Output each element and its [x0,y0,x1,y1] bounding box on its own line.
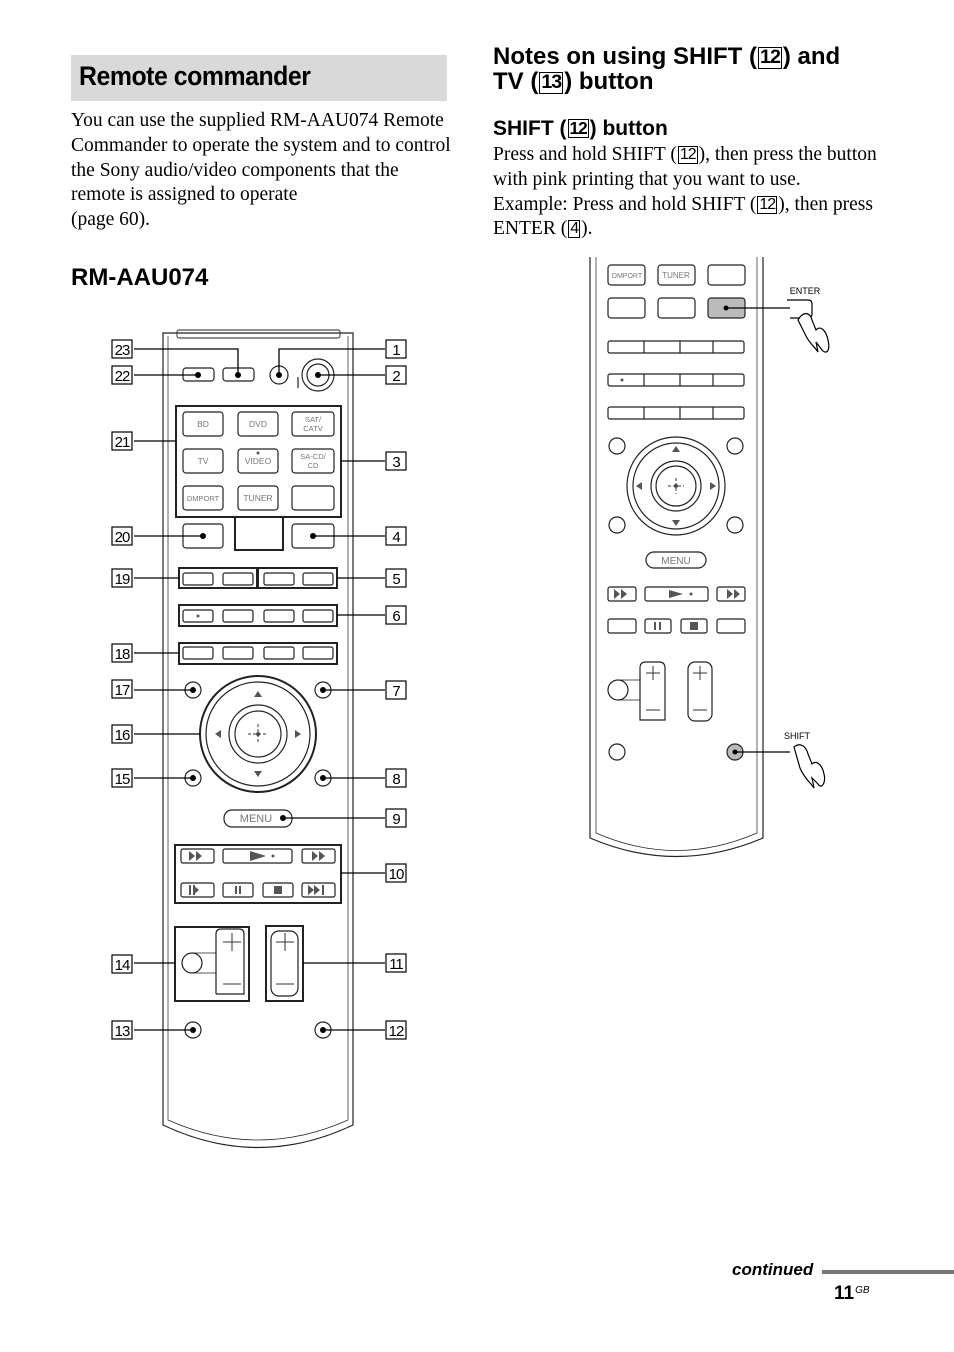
menu-label: MENU [240,813,272,825]
notes-title-text: Notes on using SHIFT ( [493,43,757,70]
input-label-sat: SAT/ [305,415,322,424]
notes-title: Notes on using SHIFT (12) and TV (13) bu… [493,44,893,94]
callout-10: 10 [389,866,404,883]
enter-label: ENTER [790,286,821,296]
body-text: ), then press ENTER ( [493,193,873,240]
callout-2: 2 [392,368,400,385]
input-label-dvd: DVD [249,419,267,429]
body-text: ), then press the button with pink print… [493,144,877,190]
callout-19: 19 [115,571,130,588]
notes-title-text: ) button [564,68,654,95]
callout-box: 4 [568,220,581,239]
model-title: RM-AAU074 [71,264,209,291]
callout-3: 3 [392,454,400,471]
callout-box: 12 [567,118,589,139]
callout-box: 13 [539,71,564,94]
callout-22: 22 [115,368,130,385]
remote-illustration-full: BD DVD SAT/ CATV TV VIDEO SA-CD/ CD DMPO… [111,329,407,1148]
callout-6: 6 [392,608,400,625]
callout-18: 18 [115,646,130,663]
intro-page-ref: (page 60). [71,209,151,231]
callout-13: 13 [115,1023,130,1040]
input-label-cd: CD [308,461,319,470]
input-label-tuner: TUNER [243,493,272,503]
callout-9: 9 [392,811,400,828]
input-label-tv: TV [198,456,209,466]
subheading-text: ) button [589,117,668,140]
right-menu-label: MENU [661,556,690,567]
callout-21: 21 [115,434,130,451]
callout-8: 8 [392,771,400,788]
right-input-tuner: TUNER [662,271,690,280]
notes-title-text: TV ( [493,68,539,95]
callout-11: 11 [389,956,403,973]
page-number: 11GB [834,1283,870,1305]
input-label-bd: BD [197,419,209,429]
callout-14: 14 [115,957,130,974]
callout-20: 20 [115,529,130,546]
subheading-text: SHIFT ( [493,117,567,140]
body-text: Example: Press and hold SHIFT ( [493,193,757,215]
callout-12: 12 [389,1023,404,1040]
notes-title-text: ) and [782,43,841,70]
right-input-dmport: DMPORT [612,273,643,280]
callout-box: 12 [757,195,778,214]
shift-body: Press and hold SHIFT (12), then press th… [493,143,893,242]
body-text: ). [581,218,593,240]
callout-7: 7 [392,683,400,700]
input-label-video: VIDEO [245,456,272,466]
callout-1: 1 [392,342,400,359]
continued-bar [822,1270,954,1274]
callout-16: 16 [115,727,130,744]
callout-15: 15 [115,771,130,788]
continued-label: continued [732,1260,814,1279]
shift-subheading: SHIFT (12) button [493,117,668,141]
shift-label: SHIFT [784,731,811,741]
page-suffix: GB [855,1285,870,1296]
callout-4: 4 [392,529,400,546]
intro-paragraph: You can use the supplied RM-AAU074 Remot… [71,109,451,233]
callout-17: 17 [115,682,130,699]
remote-illustration-partial: DMPORT TUNER MENU ENTER SHIFT [589,257,830,858]
body-text: Press and hold SHIFT ( [493,144,677,165]
callout-box: 12 [677,146,698,164]
section-title: Remote commander [79,61,311,91]
section-header: Remote commander [71,55,447,101]
page-number-value: 11 [834,1283,855,1304]
input-label-sacd: SA-CD/ [300,452,326,461]
callout-box: 12 [758,46,782,69]
input-label-dmport: DMPORT [187,494,220,503]
input-label-catv: CATV [303,424,322,433]
callout-23: 23 [115,342,130,359]
intro-text: You can use the supplied RM-AAU074 Remot… [71,110,451,206]
callout-5: 5 [392,571,400,588]
